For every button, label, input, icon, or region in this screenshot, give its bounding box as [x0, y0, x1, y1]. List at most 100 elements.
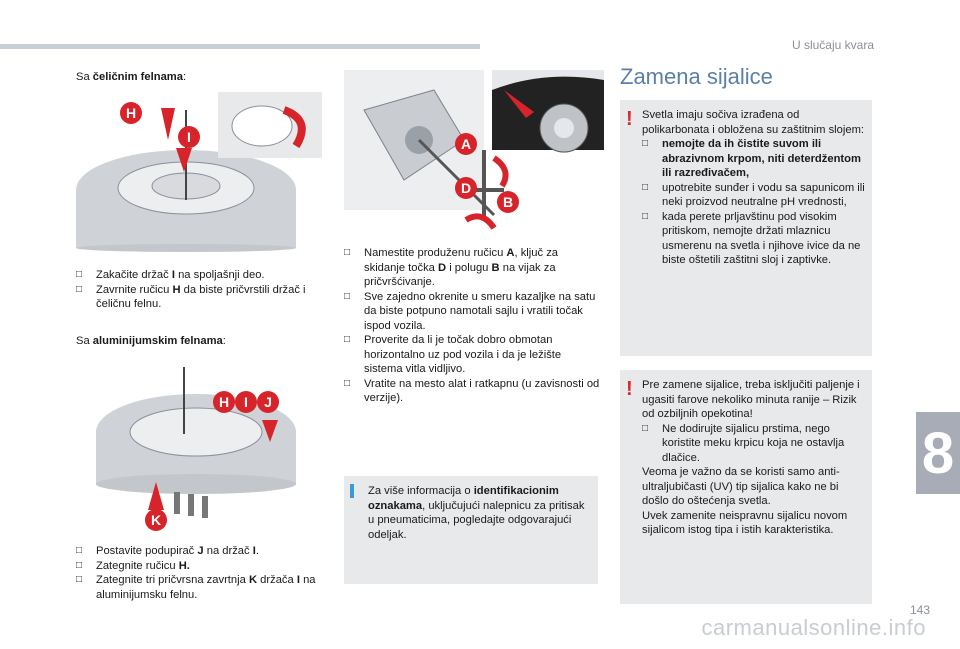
arrow-up-icon — [148, 482, 164, 510]
note-text: , uključujući nalepnicu za pritisak u pn… — [368, 499, 585, 541]
winch-step: Vratite na mesto alat i ratkapnu (u zavi… — [344, 377, 600, 406]
footer-watermark: carmanualsonline.info — [701, 615, 926, 640]
warning-2-item: Ne dodirujte sijalicu prstima, nego kori… — [642, 422, 866, 466]
warning-2-intro: Pre zamene sijalice, treba isključiti pa… — [642, 379, 860, 420]
step-text: Zavrnite ručicu — [96, 283, 173, 296]
section-title: Zamena sijalice — [620, 64, 773, 89]
warning-1-item: nemojte da ih čistite suvom ili abrazivn… — [642, 137, 866, 181]
step-text: držača — [257, 574, 297, 586]
warning-2-paragraph: Veoma je važno da se koristi samo anti-u… — [642, 466, 840, 507]
step-bold: I — [171, 269, 175, 281]
step-bold: I — [252, 545, 256, 557]
step-text: Zategnite tri pričvrsna zavrtnja — [96, 574, 249, 586]
step-text: na vijak za pričvršćivanje. — [364, 261, 556, 289]
bolt-icon — [202, 496, 208, 518]
warning-2-list: Ne dodirujte sijalicu prstima, nego kori… — [642, 422, 866, 466]
note-text: Za više informacija o — [368, 485, 474, 497]
label-a: A — [461, 136, 471, 152]
warning-1-item: upotrebite sunđer i vodu sa sapunicom il… — [642, 181, 866, 210]
step-bold: H — [172, 283, 181, 296]
warning-1-intro: Svetla imaju sočiva izrađena od polikarb… — [642, 109, 865, 136]
note-bold: identifikacionim oznakama — [368, 485, 559, 512]
warning-1-item-text: upotrebite sunđer i vodu sa sapunicom il… — [662, 181, 865, 209]
step-bold: A — [506, 247, 515, 259]
winch-steps: Namestite produženu ručicu A, ključ za s… — [344, 246, 600, 406]
warning-panel-1: ! Svetla imaju sočiva izrađena od polika… — [620, 100, 872, 356]
arrow-down-icon — [262, 420, 278, 442]
step-text: Zakačite držač — [96, 269, 172, 281]
info-icon — [350, 484, 354, 498]
alu-intro-bold: aluminijumskim felnama — [92, 335, 223, 347]
rotate-arrow-icon — [492, 155, 509, 188]
label-d: D — [461, 180, 471, 196]
winch-figure: A D B — [344, 70, 604, 230]
steel-intro-prefix: Sa — [76, 71, 93, 83]
label-h: H — [219, 394, 229, 410]
alu-step: Zategnite tri pričvrsna zavrtnja K držač… — [76, 573, 320, 602]
winch-step: Proverite da li je točak dobro obmotan h… — [344, 333, 600, 377]
warning-1-text: Svetla imaju sočiva izrađena od polikarb… — [642, 108, 866, 268]
step-text: na aluminijumsku felnu. — [96, 574, 316, 601]
step-text: Sve zajedno okrenite u smeru kazaljke na… — [364, 290, 596, 332]
warning-1-item: kada perete prljavštinu pod visokim prit… — [642, 210, 866, 268]
alu-steps: Postavite podupirač J na držač I. Zategn… — [76, 544, 320, 602]
step-text: Zategnite ručicu — [96, 559, 179, 572]
step-bold: J — [197, 545, 204, 557]
steel-intro-suffix: : — [182, 71, 187, 83]
step-text: . — [255, 545, 259, 557]
winch-step: Sve zajedno okrenite u smeru kazaljke na… — [344, 290, 600, 334]
warning-2-item-text: Ne dodirujte sijalicu prstima, nego kori… — [662, 422, 845, 464]
alu-intro: Sa aluminijumskim felnama: — [76, 334, 226, 349]
warning-1-list: nemojte da ih čistite suvom ili abrazivn… — [642, 137, 866, 268]
warning-1-item-bold: nemojte da ih čistite suvom ili abrazivn… — [662, 138, 861, 179]
label-i: I — [244, 394, 248, 410]
step-text: Postavite podupirač — [96, 545, 198, 557]
step-bold: K — [248, 574, 258, 586]
label-h: H — [126, 105, 136, 121]
arrow-down-icon — [161, 108, 175, 140]
label-k: K — [151, 512, 161, 528]
alu-step: Postavite podupirač J na držač I. — [76, 544, 320, 559]
chapter-number: 8 — [921, 420, 955, 486]
steel-step: Zavrnite ručicu H da biste pričvrstili d… — [76, 283, 320, 312]
step-bold: I — [296, 574, 300, 586]
step-text: , ključ za skidanje točka — [364, 247, 559, 274]
step-bold: H. — [178, 559, 190, 572]
step-text: Proverite da li je točak dobro obmotan h… — [364, 334, 562, 375]
arrow-down-icon — [176, 148, 192, 172]
step-bold: B — [491, 261, 500, 274]
alu-intro-suffix: : — [222, 335, 226, 347]
step-text: na držač — [203, 545, 253, 557]
alu-step: Zategnite ručicu H. — [76, 559, 320, 574]
steel-wheel-figure: H I — [76, 90, 322, 252]
chapter-tab: 8 — [916, 412, 960, 494]
rotate-arrow-icon — [464, 213, 497, 230]
step-text: i polugu — [446, 261, 492, 274]
steel-intro-bold: čeličnim felnama — [92, 71, 183, 83]
winch-step: Namestite produženu ručicu A, ključ za s… — [344, 246, 600, 290]
info-note-text: Za više informacija o identifikacionim o… — [368, 484, 590, 542]
header-title: U slučaju kvara — [791, 38, 874, 52]
label-i: I — [187, 129, 191, 145]
step-bold: D — [438, 261, 447, 274]
arrow-icon — [504, 90, 534, 118]
top-rule — [0, 44, 480, 49]
label-b: B — [503, 194, 513, 210]
step-text: Namestite produženu ručicu — [364, 247, 507, 259]
bolt-icon — [174, 492, 180, 514]
alu-wheel-figure: H I J K — [96, 367, 296, 531]
warning-panel-2: ! Pre zamene sijalice, treba isključiti … — [620, 370, 872, 604]
page-number: 143 — [909, 603, 930, 617]
bolt-icon — [188, 494, 194, 516]
step-text: Vratite na mesto alat i ratkapnu (u zavi… — [364, 377, 600, 405]
warning-2-paragraph: Uvek zamenite neispravnu sijalicu novom … — [642, 509, 848, 537]
warning-1-item-text: kada perete prljavštinu pod visokim prit… — [662, 210, 861, 267]
rotate-arrow-icon — [282, 106, 306, 149]
step-text: na spoljašnji deo. — [174, 269, 265, 281]
label-j: J — [264, 394, 272, 410]
warning-icon: ! — [626, 108, 633, 130]
steel-step: Zakačite držač I na spoljašnji deo. — [76, 268, 320, 283]
steel-steps: Zakačite držač I na spoljašnji deo. Zavr… — [76, 268, 320, 312]
warning-icon: ! — [626, 378, 633, 400]
step-text: da biste pričvrstili držač i čeličnu fel… — [96, 283, 306, 311]
